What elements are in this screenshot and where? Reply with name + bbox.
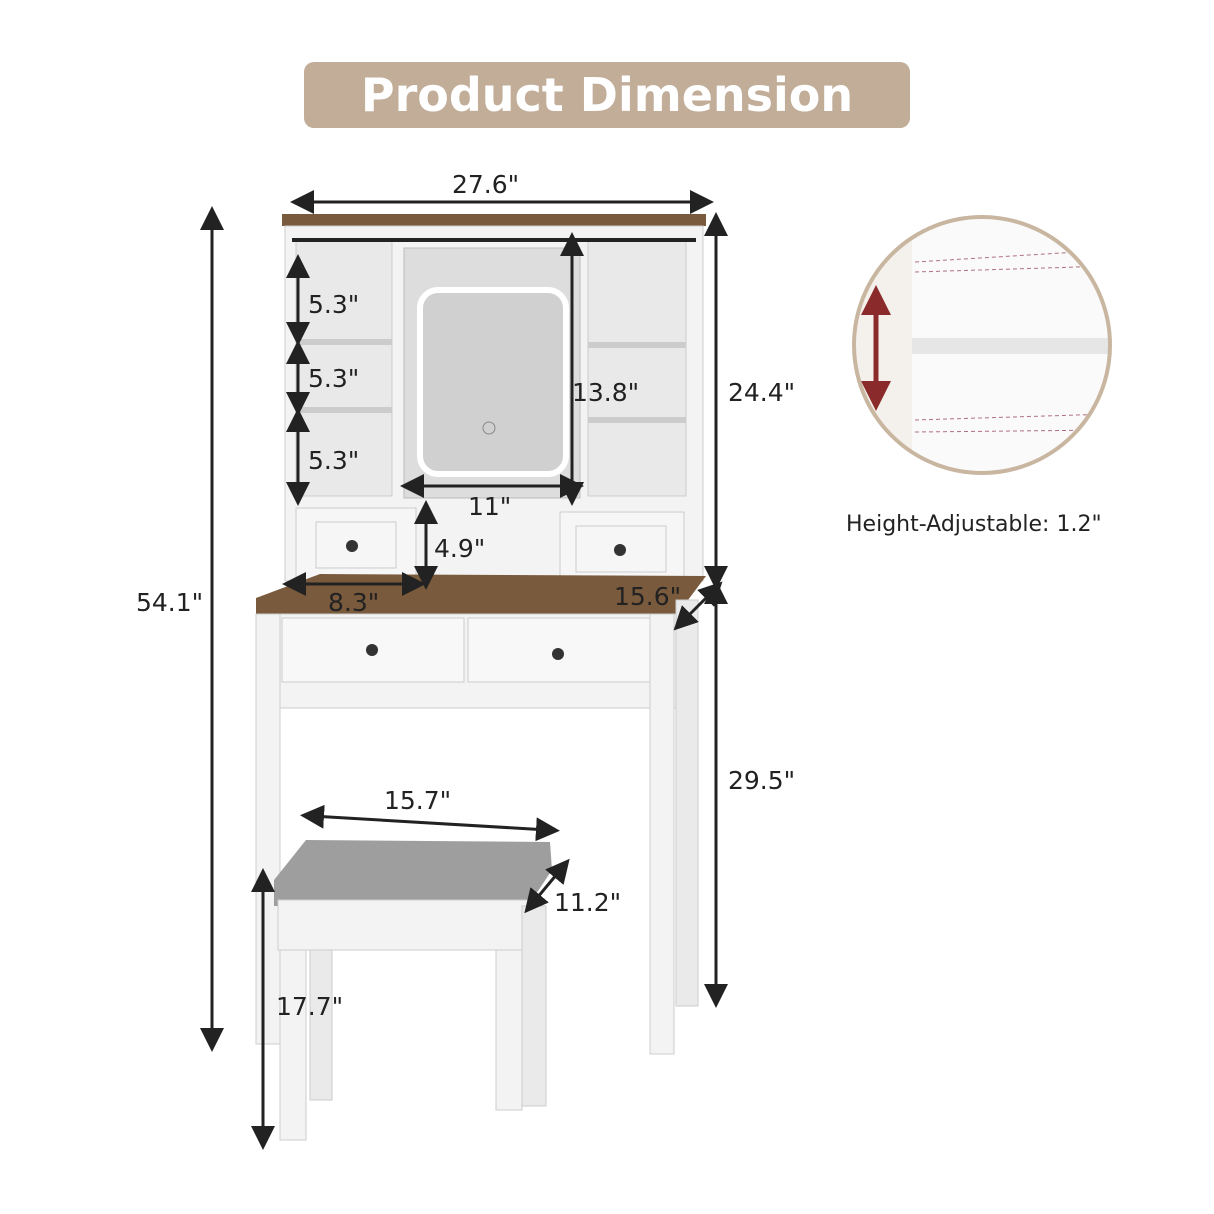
stool-width-label: 15.7" xyxy=(384,786,452,815)
dimension-lines xyxy=(200,190,728,1150)
shelf-2-label: 5.3" xyxy=(308,364,360,393)
depth-label: 15.6" xyxy=(614,582,682,611)
hutch xyxy=(282,214,706,585)
table-height-label: 29.5" xyxy=(728,766,796,795)
mirror-height-label: 13.8" xyxy=(572,378,640,407)
shelf-1-label: 5.3" xyxy=(308,290,360,319)
mirror-width-label: 11" xyxy=(468,492,512,521)
led-mirror xyxy=(417,287,569,477)
title-banner: Product Dimension xyxy=(304,62,910,128)
overall-height-label: 54.1" xyxy=(136,588,204,617)
stool-depth-label: 11.2" xyxy=(554,888,622,917)
height-adjustable-inset xyxy=(852,215,1112,475)
stool xyxy=(274,840,552,1141)
stool-height-label: 17.7" xyxy=(276,992,344,1021)
drawer-height-label: 4.9" xyxy=(434,534,486,563)
height-adjustable-caption: Height-Adjustable: 1.2" xyxy=(846,512,1102,537)
overall-width-label: 27.6" xyxy=(452,170,520,199)
hutch-height-label: 24.4" xyxy=(728,378,796,407)
drawer-width-label: 8.3" xyxy=(328,588,380,617)
shelf-3-label: 5.3" xyxy=(308,446,360,475)
